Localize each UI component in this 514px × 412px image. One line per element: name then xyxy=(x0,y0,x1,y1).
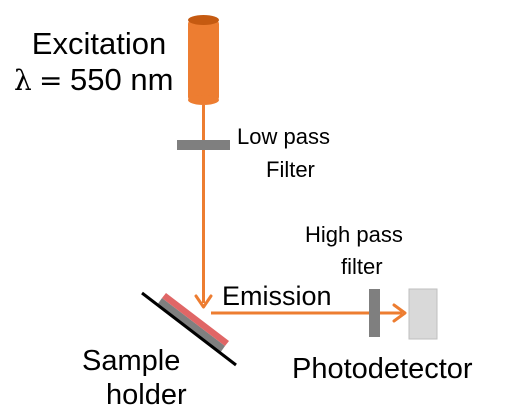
excitation-laser xyxy=(188,15,219,105)
low-pass-label-line2: Filter xyxy=(266,157,315,182)
low-pass-filter xyxy=(177,140,230,150)
sample-support-line xyxy=(141,291,237,367)
sample-holder xyxy=(141,291,237,367)
sample-holder-label-line2: holder xyxy=(106,379,187,411)
photodetector-label: Photodetector xyxy=(292,353,473,385)
high-pass-label-line2: filter xyxy=(341,254,383,279)
laser-bottom-rim xyxy=(188,95,219,105)
excitation-wavelength-label: λ = 550 nm xyxy=(14,62,173,97)
low-pass-label-line1: Low pass xyxy=(237,124,330,149)
excitation-label: Excitation xyxy=(32,26,166,61)
excitation-beam xyxy=(194,105,213,309)
emission-label: Emission xyxy=(222,281,332,311)
equals-symbol: = xyxy=(39,64,62,97)
high-pass-filter xyxy=(369,289,380,337)
emission-beam-arrowhead xyxy=(392,303,407,323)
photodetector-box xyxy=(408,288,438,340)
lambda-symbol: λ xyxy=(14,64,32,97)
excitation-beam-arrowhead xyxy=(194,294,213,309)
wavelength-value: 550 nm xyxy=(70,62,173,97)
high-pass-label-line1: High pass xyxy=(305,222,403,247)
sample-coating xyxy=(162,293,229,346)
laser-body xyxy=(188,20,219,101)
laser-top-rim xyxy=(188,15,219,25)
sample-holder-label-line1: Sample xyxy=(82,345,180,377)
sample-plate xyxy=(157,298,225,353)
